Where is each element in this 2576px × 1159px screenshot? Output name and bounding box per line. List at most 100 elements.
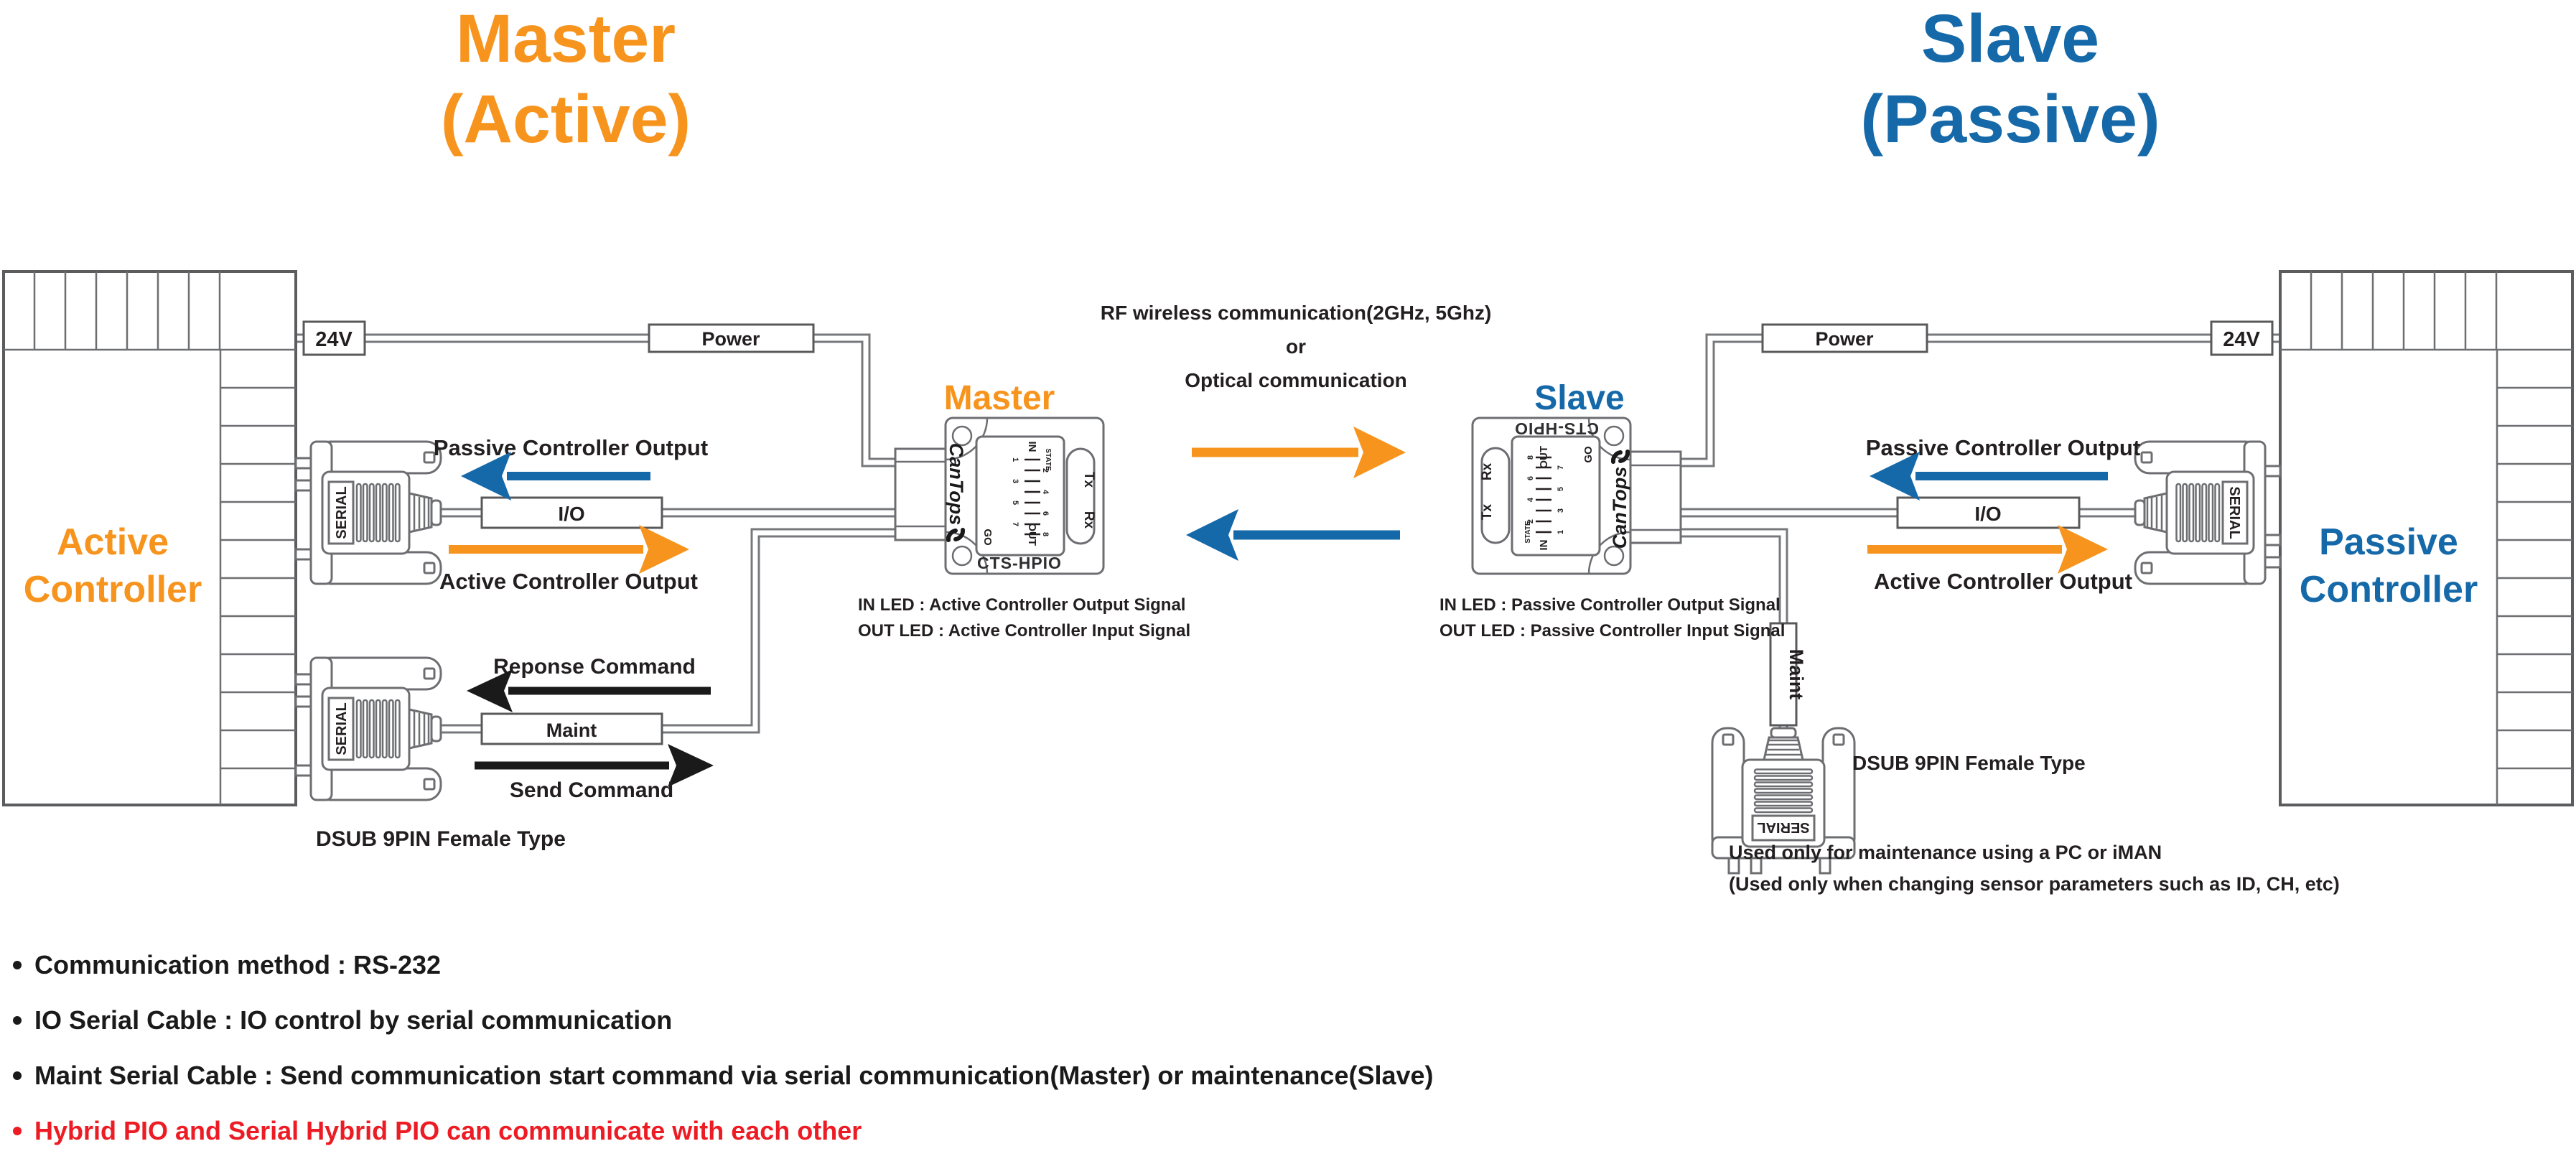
connector-wing-bottom — [314, 551, 442, 585]
power-label-right: Power — [1815, 328, 1874, 350]
tick-3: 3 — [1011, 479, 1019, 483]
maint-cable-left-core — [441, 530, 895, 732]
passive-controller-top-slots — [2310, 271, 2498, 350]
passive-controller-side-slots — [2497, 386, 2572, 770]
active-output-label-right: Active Controller Output — [1874, 569, 2132, 594]
passive-output-arrow-right-head — [1870, 452, 1920, 501]
cts-hpio-label: CTS-HPIO — [977, 554, 1062, 572]
power-cable-right-core — [1681, 335, 2280, 465]
24v-label-right: 24V — [2223, 328, 2260, 351]
tick-2: 2 — [1041, 468, 1050, 473]
bullet-4: Hybrid PIO and Serial Hybrid PIO can com… — [34, 1116, 862, 1145]
maint-cable-left — [441, 528, 895, 734]
serial-connector-io-left: SERIAL — [294, 440, 442, 585]
connector-screw-top — [423, 451, 436, 464]
rf-arrow-right-head — [1353, 427, 1406, 478]
tick-6: 6 — [1041, 511, 1050, 516]
passive-output-label-right: Passive Controller Output — [1866, 435, 2140, 460]
connector-stub — [294, 548, 312, 561]
maint-label-left: Maint — [546, 720, 597, 741]
dsub-caption-left: DSUB 9PIN Female Type — [316, 827, 566, 851]
io-box-left — [480, 496, 663, 529]
24v-box-left — [302, 320, 366, 356]
active-output-arrow-right-head — [2058, 525, 2108, 574]
dsub-caption-right: DSUB 9PIN Female Type — [1852, 752, 2086, 774]
panel-in-label: IN — [1026, 442, 1038, 452]
active-controller-block: Active Controller — [2, 270, 297, 806]
send-command-label: Send Command — [510, 778, 673, 802]
device-connector-block — [894, 447, 947, 541]
device-panel — [975, 435, 1065, 557]
connector-serial-plate — [327, 480, 355, 545]
connector-pin-slots — [355, 483, 401, 543]
device-panel-text: IN OUT GO STATE 1 2 3 4 5 6 7 8 — [981, 442, 1052, 546]
active-output-arrow-left-head — [639, 525, 689, 574]
tick-5: 5 — [1011, 501, 1019, 505]
connector-stub — [294, 479, 312, 492]
io-label-right: I/O — [1974, 503, 2001, 525]
io-box-right — [1896, 496, 2081, 529]
active-output-label-left: Active Controller Output — [439, 569, 698, 594]
bullet-2: IO Serial Cable : IO control by serial c… — [34, 1005, 672, 1035]
active-controller-body — [2, 270, 297, 806]
bullet-dot — [13, 961, 22, 969]
passive-controller-body — [2279, 270, 2574, 806]
master-in-led-note: IN LED : Active Controller Output Signal — [858, 595, 1185, 615]
slave-device-label: Slave — [1534, 379, 1624, 417]
tick-1: 1 — [1011, 457, 1019, 462]
connector-cable-boot — [430, 499, 442, 526]
reponse-arrow-head — [467, 669, 513, 712]
maint-usage-note-2: (Used only when changing sensor paramete… — [1729, 873, 2340, 895]
connector-stub — [294, 457, 312, 470]
passive-controller-label-1: Passive — [2319, 521, 2458, 563]
bullet-dot-red — [13, 1127, 22, 1135]
master-title: Master — [456, 1, 676, 77]
send-arrow-head — [668, 744, 714, 787]
cantops-logo-text: CanTops — [946, 443, 967, 526]
bullet-1: Communication method : RS-232 — [34, 950, 441, 979]
bullet-dot — [13, 1071, 22, 1080]
rf-line1: RF wireless communication(2GHz, 5Ghz) — [1101, 302, 1492, 324]
passive-controller-block: Passive Controller — [2279, 270, 2574, 806]
bullet-list: Communication method : RS-232 IO Serial … — [13, 950, 1434, 1145]
active-controller-label-2: Controller — [24, 569, 202, 610]
passive-output-label-left: Passive Controller Output — [434, 435, 708, 460]
right-signal-arrows: Passive Controller Output Active Control… — [1866, 435, 2140, 594]
24v-label-left: 24V — [315, 328, 353, 351]
passive-output-arrow-left-head — [461, 452, 511, 501]
tick-4: 4 — [1041, 490, 1050, 495]
cantops-logo-icon — [946, 528, 966, 542]
connector-wing-top — [314, 440, 442, 475]
tick-8: 8 — [1041, 532, 1050, 536]
power-label-left: Power — [701, 328, 760, 350]
panel-ticks — [1025, 458, 1040, 536]
tx-label: Tx — [1081, 472, 1096, 488]
master-device-label: Master — [944, 379, 1055, 417]
cable-label-boxes: 24V 24V Power Power I/O I/O Maint Maint — [302, 320, 2274, 745]
active-controller-side-slots — [220, 386, 296, 770]
led-notes: IN LED : Active Controller Output Signal… — [858, 595, 1785, 641]
slave-title: Slave — [1921, 1, 2099, 77]
connector-serial-label: SERIAL — [334, 486, 350, 539]
device-connector-block-lines — [895, 460, 946, 528]
reponse-command-label: Reponse Command — [493, 655, 696, 679]
connector-snout-ribs — [413, 495, 430, 530]
panel-tick-numbers: 1 2 3 4 5 6 7 8 — [1011, 457, 1050, 536]
master-device: CanTops IN OUT GO STATE 1 2 3 4 5 6 7 — [894, 416, 1105, 575]
device-brand: CanTops — [946, 443, 967, 542]
device-mount-hole-bottom — [951, 545, 973, 567]
panel-go-label: GO — [981, 529, 994, 546]
device-txrx-pill — [1065, 447, 1096, 545]
power-box-left — [648, 323, 815, 353]
active-controller-label-1: Active — [57, 521, 169, 563]
maint-usage-note-1: Used only for maintenance using a PC or … — [1729, 842, 2162, 863]
active-controller-top-slots — [33, 271, 221, 350]
tick-7: 7 — [1011, 522, 1019, 526]
connector-screw-bottom — [423, 562, 436, 574]
maint-label-vertical: Maint — [1786, 649, 1807, 700]
master-subtitle: (Active) — [441, 81, 691, 157]
rx-label: Rx — [1081, 511, 1096, 529]
maint-box-left — [480, 712, 663, 745]
